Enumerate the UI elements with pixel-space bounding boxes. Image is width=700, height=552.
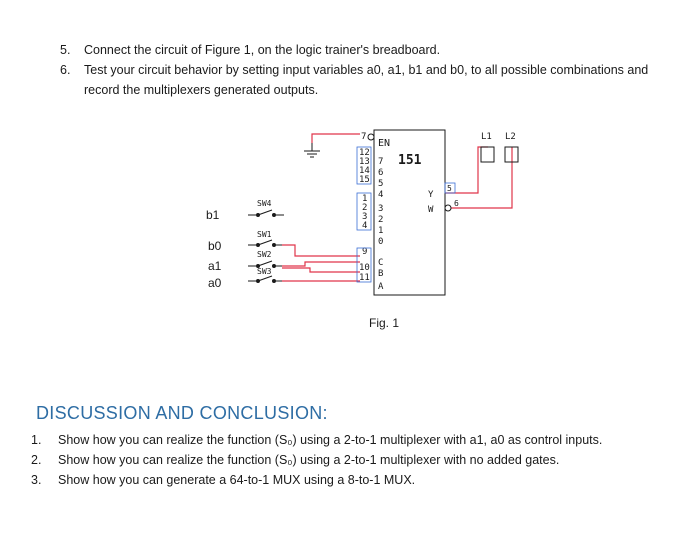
step-number: 5. bbox=[60, 43, 71, 57]
input-d7: 7 bbox=[378, 157, 383, 167]
item-text: Show how you can realize the function (S… bbox=[58, 453, 560, 467]
led-l1 bbox=[480, 146, 495, 163]
item-number: 1. bbox=[31, 433, 42, 447]
mux-chip-body bbox=[373, 129, 446, 296]
var-b0: b0 bbox=[208, 239, 222, 253]
enable-wire bbox=[311, 133, 360, 143]
pin-14: 14 bbox=[359, 166, 370, 176]
output-y-label: Y bbox=[428, 190, 434, 200]
pin-11: 11 bbox=[359, 273, 370, 283]
input-d0: 0 bbox=[378, 237, 383, 247]
step-text-line-1: Test your circuit behavior by setting in… bbox=[84, 63, 649, 77]
output-w-bubble bbox=[444, 204, 452, 212]
ground-icon bbox=[304, 143, 320, 158]
pin-12: 12 bbox=[359, 148, 370, 158]
select-a: A bbox=[378, 282, 384, 292]
led-l2 bbox=[504, 146, 519, 163]
pin-y: 5 bbox=[447, 184, 452, 193]
pin-1: 1 bbox=[362, 194, 367, 204]
switch-labels: SW4 SW1 SW2 SW3 bbox=[257, 199, 272, 276]
led-l2-label: L2 bbox=[505, 132, 516, 142]
step-text-line-2: record the multiplexers generated output… bbox=[84, 83, 319, 97]
pin-3: 3 bbox=[362, 212, 367, 222]
select-b: B bbox=[378, 269, 383, 279]
input-d6: 6 bbox=[378, 168, 383, 178]
led-l1-label: L1 bbox=[481, 132, 492, 142]
switch-sw3: SW3 bbox=[257, 267, 272, 276]
discussion-heading: DISCUSSION AND CONCLUSION: bbox=[36, 403, 328, 423]
pin-9: 9 bbox=[362, 247, 367, 257]
pin-10: 10 bbox=[359, 263, 370, 273]
pin-13: 13 bbox=[359, 157, 370, 167]
input-d2: 2 bbox=[378, 215, 383, 225]
input-d5: 5 bbox=[378, 179, 383, 189]
pin-15: 15 bbox=[359, 175, 370, 185]
input-d3: 3 bbox=[378, 204, 383, 214]
switches bbox=[248, 209, 284, 283]
wire-b0 bbox=[282, 244, 360, 257]
select-c: C bbox=[378, 258, 383, 268]
en-label: EN bbox=[378, 138, 390, 149]
item-number: 3. bbox=[31, 473, 42, 487]
pin-box-9-11 bbox=[356, 247, 372, 283]
enable-bubble bbox=[367, 133, 375, 141]
output-w-label: W bbox=[428, 205, 434, 215]
var-a0: a0 bbox=[208, 276, 222, 290]
wire-w-led2 bbox=[445, 147, 513, 209]
switch-sw4: SW4 bbox=[257, 199, 272, 208]
pin-4: 4 bbox=[362, 221, 367, 231]
step-text: Connect the circuit of Figure 1, on the … bbox=[84, 43, 441, 57]
pin-numbers: 7 12 13 14 15 1 2 3 4 9 10 11 bbox=[359, 132, 370, 283]
var-b1: b1 bbox=[206, 208, 220, 222]
switch-sw2: SW2 bbox=[257, 250, 272, 259]
wire-a1-b bbox=[282, 267, 360, 273]
wires bbox=[282, 133, 513, 282]
var-a1: a1 bbox=[208, 259, 222, 273]
chip-name: 151 bbox=[398, 153, 422, 168]
input-d1: 1 bbox=[378, 226, 383, 236]
wire-a1-c bbox=[282, 261, 360, 267]
switch-sw1: SW1 bbox=[257, 230, 272, 239]
pin-2: 2 bbox=[362, 203, 367, 213]
data-input-labels: 7 6 5 4 3 2 1 0 C B A bbox=[378, 157, 384, 292]
item-number: 2. bbox=[31, 453, 42, 467]
pin-box-1-4 bbox=[356, 192, 372, 231]
figure-caption: Fig. 1 bbox=[369, 316, 399, 330]
variable-labels: b1 b0 a1 a0 bbox=[206, 208, 222, 290]
step-number: 6. bbox=[60, 63, 71, 77]
pin-box-y bbox=[444, 182, 456, 194]
item-text: Show how you can generate a 64-to-1 MUX … bbox=[58, 473, 416, 487]
item-text: Show how you can realize the function (S… bbox=[58, 433, 603, 447]
pin-w: 6 bbox=[454, 199, 459, 208]
pin-box-12-15 bbox=[356, 146, 372, 185]
input-d4: 4 bbox=[378, 190, 383, 200]
pin-en: 7 bbox=[361, 132, 366, 142]
